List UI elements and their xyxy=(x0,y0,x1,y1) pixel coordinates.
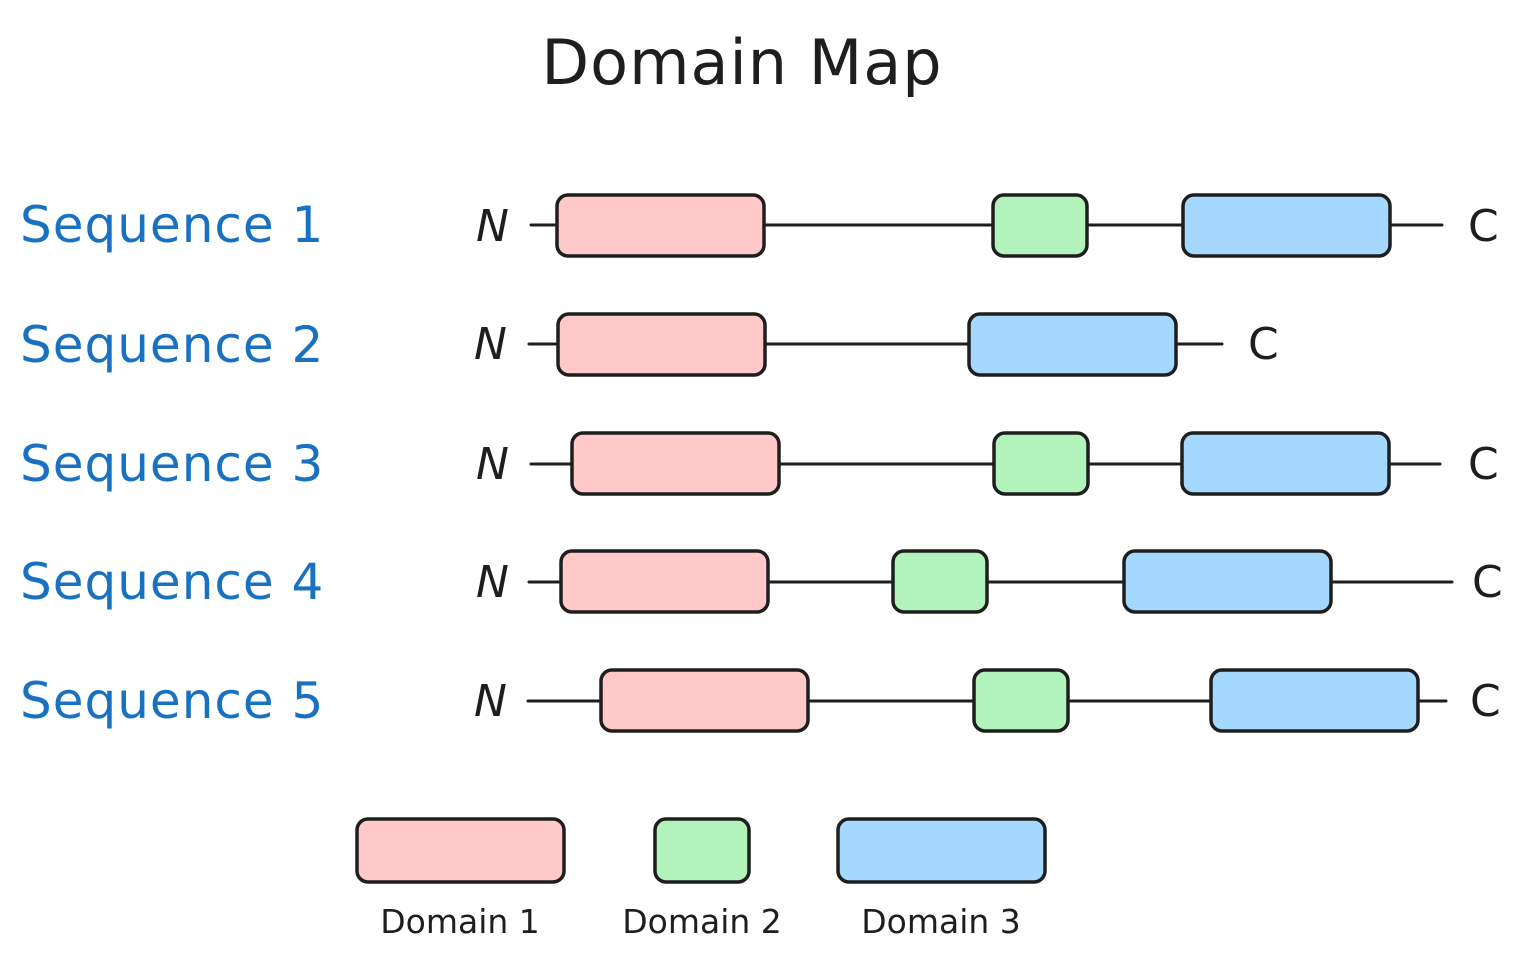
c-terminus-label: C xyxy=(1470,676,1501,727)
legend-item-d1: Domain 1 xyxy=(355,817,566,941)
domain-box-d2 xyxy=(992,431,1090,496)
legend-swatch-d1 xyxy=(355,817,566,884)
c-terminus-label: C xyxy=(1468,201,1499,252)
legend-label-d1: Domain 1 xyxy=(380,902,540,941)
sequence-row-2: Sequence 2 N C xyxy=(20,312,1279,377)
domain-box-d1 xyxy=(559,549,770,614)
domain-box-d3 xyxy=(1181,193,1392,258)
domain-box-d2 xyxy=(891,549,989,614)
c-terminus-label: C xyxy=(1468,439,1499,490)
domain-box-d3 xyxy=(967,312,1178,377)
n-terminus-label: N xyxy=(476,439,509,490)
legend-label-d2: Domain 2 xyxy=(622,902,782,941)
sequence-row-4: Sequence 4 N C xyxy=(20,549,1503,614)
sequence-row-1: Sequence 1 N C xyxy=(20,193,1499,258)
n-terminus-label: N xyxy=(474,319,507,370)
sequence-label-2: Sequence 2 xyxy=(20,316,324,374)
n-terminus-label: N xyxy=(476,201,509,252)
c-terminus-label: C xyxy=(1472,557,1503,608)
legend: Domain 1 Domain 2 Domain 3 xyxy=(355,817,1047,941)
domain-box-d1 xyxy=(555,193,766,258)
sequence-label-3: Sequence 3 xyxy=(20,435,324,493)
domain-box-d1 xyxy=(556,312,767,377)
n-terminus-label: N xyxy=(476,557,509,608)
domain-box-d1 xyxy=(570,431,781,496)
legend-swatch-d3 xyxy=(836,817,1047,884)
sequence-row-3: Sequence 3 N C xyxy=(20,431,1499,496)
diagram-title: Domain Map xyxy=(541,26,942,99)
domain-box-d1 xyxy=(599,668,810,733)
sequence-label-4: Sequence 4 xyxy=(20,553,324,611)
legend-label-d3: Domain 3 xyxy=(861,902,1021,941)
sequence-label-1: Sequence 1 xyxy=(20,196,324,254)
sequence-label-5: Sequence 5 xyxy=(20,672,324,730)
n-terminus-label: N xyxy=(474,676,507,727)
legend-item-d3: Domain 3 xyxy=(836,817,1047,941)
c-terminus-label: C xyxy=(1248,319,1279,370)
legend-swatch-d2 xyxy=(653,817,751,884)
domain-box-d2 xyxy=(972,668,1070,733)
domain-box-d3 xyxy=(1122,549,1333,614)
sequence-row-5: Sequence 5 N C xyxy=(20,668,1501,733)
domain-box-d3 xyxy=(1209,668,1420,733)
domain-box-d3 xyxy=(1180,431,1391,496)
domain-box-d2 xyxy=(991,193,1089,258)
legend-item-d2: Domain 2 xyxy=(622,817,782,941)
